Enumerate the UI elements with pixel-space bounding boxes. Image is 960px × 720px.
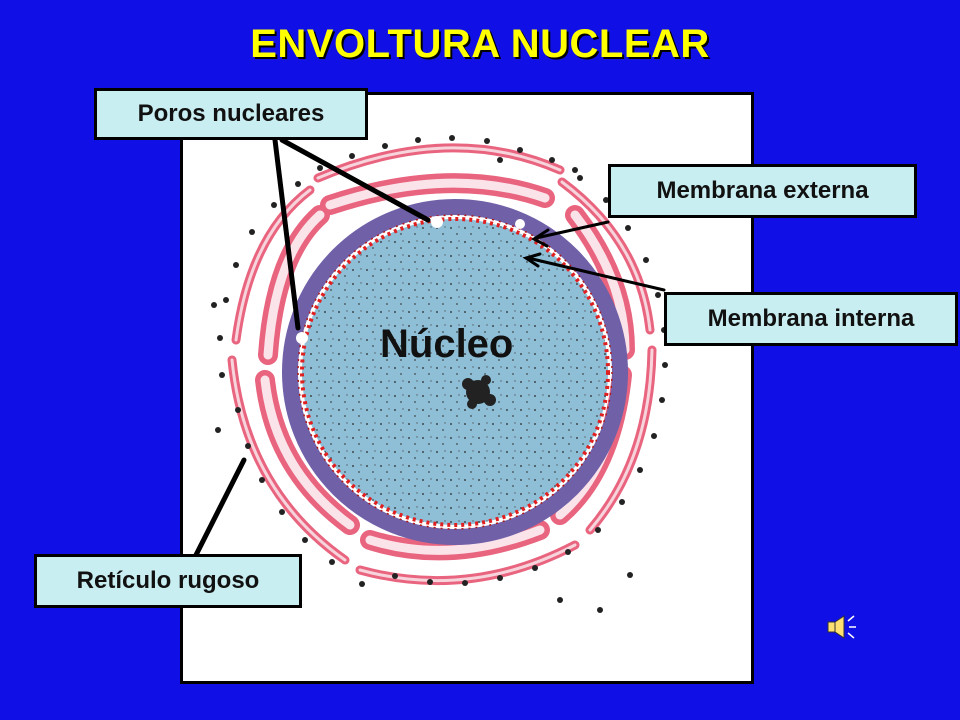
nucleolus [462,375,496,409]
arrowhead-interna [522,252,542,268]
rough-er-lumen [230,146,654,583]
label-reticulo-rugoso: Retículo rugoso [34,554,302,608]
label-nucleo: Núcleo [380,322,514,366]
perinuclear-space [282,199,628,545]
inner-membrane-marks-outer [297,214,613,530]
arrowhead-externa [531,228,550,248]
speaker-icon [827,615,856,639]
nuclear-pores [296,216,525,344]
slide-title: ENVOLTURA NUCLEAR [250,22,710,66]
ribosomes [211,135,668,613]
rough-er-inner-lumen [260,178,630,555]
pointer-poros-left [272,137,301,331]
pointer-arrows [522,220,666,292]
chromatin [302,219,608,525]
pointer-lines [193,137,431,558]
pointer-poros-right [279,137,431,223]
label-poros-nucleares: Poros nucleares [94,88,368,140]
label-membrana-externa: Membrana externa [608,164,917,218]
pointer-externa [534,220,610,240]
pointer-interna [526,256,666,292]
label-membrana-interna: Membrana interna [664,292,958,346]
pointer-reticulo [193,457,247,558]
inner-membrane-marks [300,217,610,527]
